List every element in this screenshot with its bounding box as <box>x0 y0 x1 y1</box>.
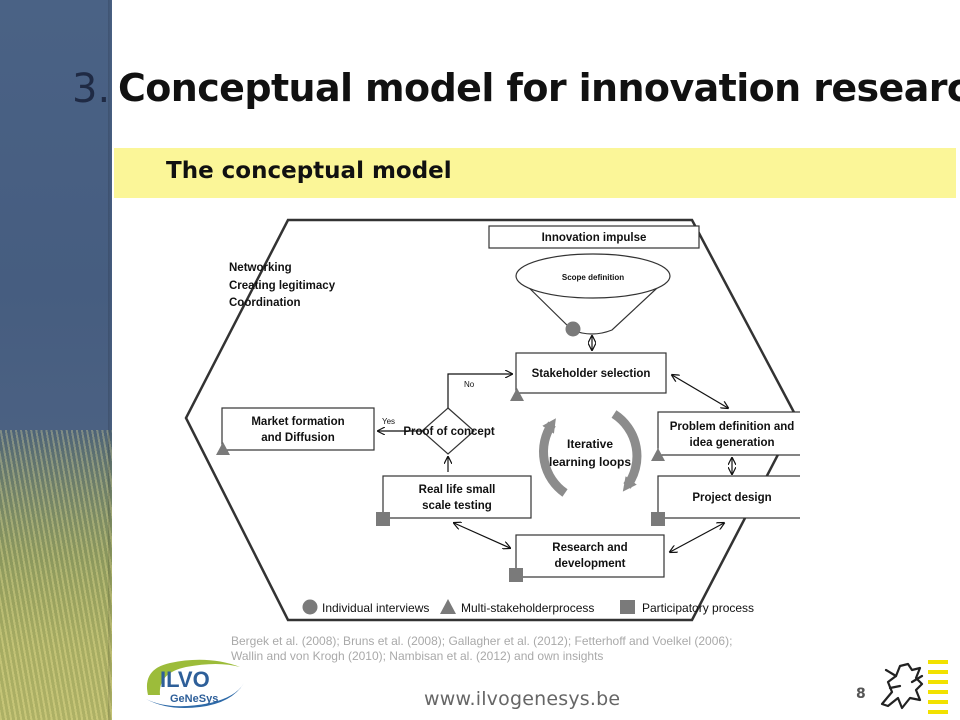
triangle-marker <box>216 442 230 455</box>
legend-circle-label: Individual interviews <box>322 601 429 615</box>
node-proof-of-concept: Proof of concept <box>403 407 495 455</box>
references: Bergek et al. (2008); Bruns et al. (2008… <box>231 634 851 664</box>
legend-circle-icon <box>302 599 318 615</box>
logo-ilvo-text: ILVO <box>160 667 210 692</box>
node-project-design-label: Project design <box>692 492 771 504</box>
node-scope-definition-label: Scope definition <box>562 273 624 282</box>
legend-square-label: Participatory process <box>642 601 754 615</box>
square-marker <box>509 568 523 582</box>
node-research-development: Research and development <box>515 534 665 578</box>
node-project-design: Project design <box>657 475 800 519</box>
square-marker <box>651 512 665 526</box>
sidebar-grass-image <box>0 430 112 720</box>
page-title: Conceptual model for innovation research <box>118 66 960 110</box>
center-label-line2: learning loops <box>549 455 631 469</box>
side-label-legitimacy: Creating legitimacy <box>229 280 336 292</box>
subtitle-bar <box>114 148 956 198</box>
iterative-loop-arrows <box>539 410 642 497</box>
funnel-scope: Scope definition <box>515 253 671 335</box>
node-real-life-testing: Real life small scale testing <box>382 475 532 519</box>
node-problem-definition-label-2: idea generation <box>690 437 775 449</box>
arrow-project-research <box>670 523 724 552</box>
node-real-life-testing-label-1: Real life small <box>419 484 496 496</box>
node-stakeholder-selection-label: Stakeholder selection <box>532 368 651 380</box>
references-line1: Bergek et al. (2008); Bruns et al. (2008… <box>231 634 733 648</box>
node-problem-definition-label-1: Problem definition and <box>670 421 795 433</box>
center-label-line1: Iterative <box>567 437 613 451</box>
sidebar-edge-shadow <box>108 0 112 720</box>
arrow-research-reallife <box>454 523 510 548</box>
sidebar-background <box>0 0 112 720</box>
node-innovation-impulse-label: Innovation impulse <box>542 232 647 244</box>
square-marker <box>376 512 390 526</box>
arrow-stakeholder-problem <box>672 375 728 408</box>
node-market-formation: Market formation and Diffusion <box>221 407 375 451</box>
page-number: 8 <box>856 686 866 702</box>
node-innovation-impulse: Innovation impulse <box>488 225 700 249</box>
arrow-proof-stakeholder-no <box>447 374 512 408</box>
website-url: www.ilvogenesys.be <box>424 688 621 710</box>
node-research-development-label-2: development <box>555 558 626 570</box>
logo-genesys-text: GeNeSys <box>170 693 218 705</box>
triangle-marker <box>651 448 665 461</box>
node-stakeholder-selection: Stakeholder selection <box>515 352 667 394</box>
node-proof-of-concept-label: Proof of concept <box>403 426 495 438</box>
title-number: 3. <box>72 66 111 112</box>
legend-triangle-icon <box>440 599 456 614</box>
side-label-coordination: Coordination <box>229 297 301 309</box>
side-label-networking: Networking <box>229 262 292 274</box>
flemish-lion-icon <box>880 660 948 714</box>
hexagon-frame <box>184 218 799 622</box>
legend: Individual interviews Multi-stakeholderp… <box>302 599 754 615</box>
ilvo-genesys-logo: ILVO GeNeSys <box>146 659 244 708</box>
node-market-formation-label-2: and Diffusion <box>261 432 334 444</box>
node-real-life-testing-label-2: scale testing <box>422 500 492 512</box>
conceptual-model-diagram: Networking Creating legitimacy Coordinat… <box>180 212 800 624</box>
triangle-marker <box>510 388 524 401</box>
node-market-formation-label-1: Market formation <box>251 416 344 428</box>
references-line2: Wallin and von Krogh (2010); Nambisan et… <box>231 649 604 663</box>
edge-label-no: No <box>464 380 475 389</box>
edge-label-yes: Yes <box>382 417 395 426</box>
node-problem-definition: Problem definition and idea generation <box>657 411 800 456</box>
legend-square-icon <box>620 600 635 614</box>
legend-triangle-label: Multi-stakeholderprocess <box>461 601 594 615</box>
subtitle: The conceptual model <box>166 158 452 184</box>
circle-marker <box>565 321 581 337</box>
node-research-development-label-1: Research and <box>552 542 627 554</box>
